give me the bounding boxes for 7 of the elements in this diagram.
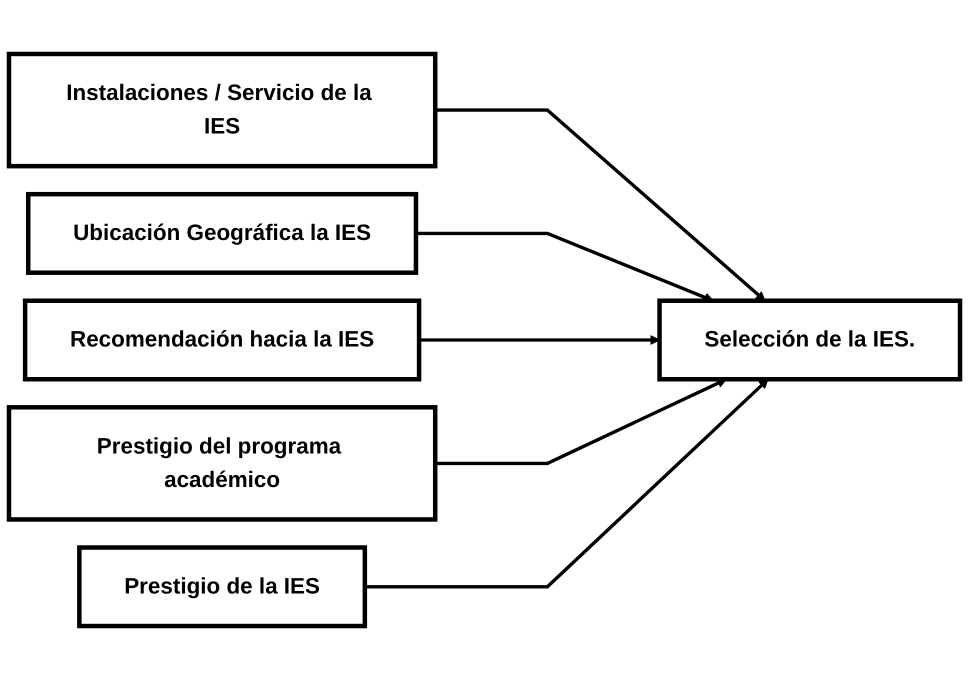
- node-box: Prestigio de la IES: [77, 544, 368, 628]
- node-box: Instalaciones / Servicio de la IES: [6, 51, 438, 168]
- node-box: Prestigio del programa académico: [6, 404, 438, 522]
- node-box: Ubicación Geográfica la IES: [26, 191, 418, 274]
- node-box: Recomendación hacia la IES: [22, 298, 422, 381]
- node-box: Selección de la IES.: [657, 298, 962, 381]
- arrow: [419, 334, 660, 344]
